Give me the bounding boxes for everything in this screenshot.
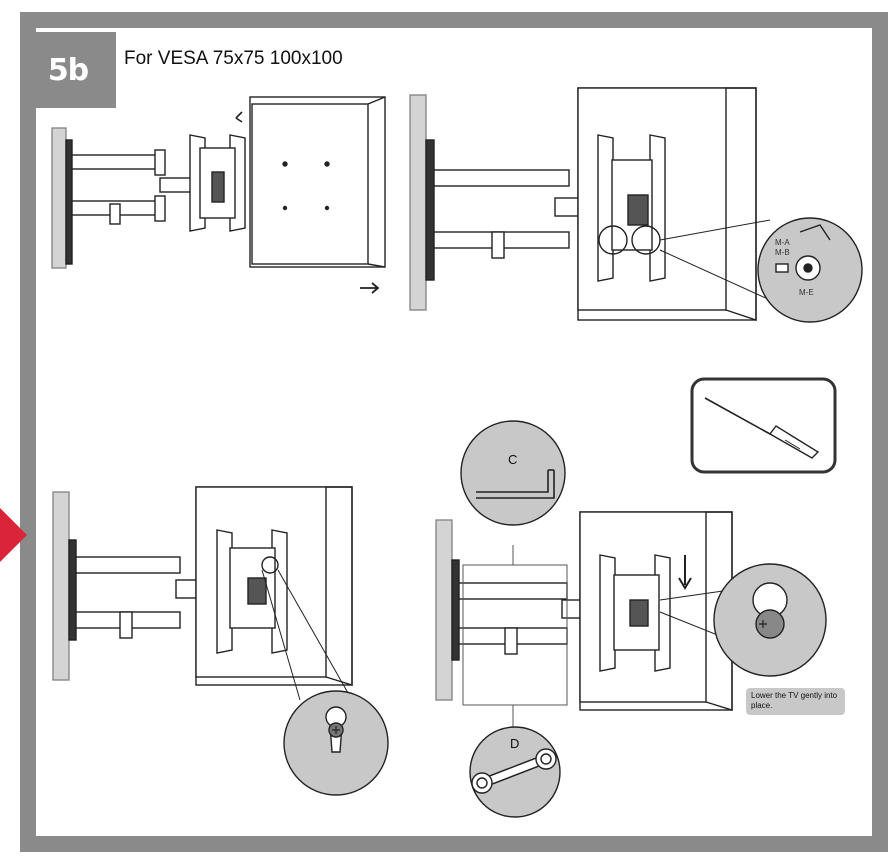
label-ma: M-A (775, 238, 790, 247)
screwdriver-box (690, 377, 837, 474)
label-mb: M-B (775, 248, 790, 257)
wall (51, 127, 67, 269)
diagram-panel-2 (409, 87, 863, 323)
wall (409, 94, 427, 311)
label-me: M-E (799, 288, 814, 297)
label-c: C (508, 452, 518, 467)
red-arrow-icon (0, 508, 27, 562)
wall (435, 519, 453, 701)
callout-note: Lower the TV gently into place. (746, 688, 845, 715)
diagram-panel-4 (435, 420, 827, 818)
step-number-badge: 5b (20, 32, 116, 108)
label-d: D (510, 736, 520, 751)
diagram-panel-1 (51, 96, 386, 294)
tool-callout-c (460, 420, 566, 526)
diagram-panel-3 (52, 486, 389, 796)
step-title: For VESA 75x75 100x100 (124, 48, 343, 69)
wall (52, 491, 70, 681)
